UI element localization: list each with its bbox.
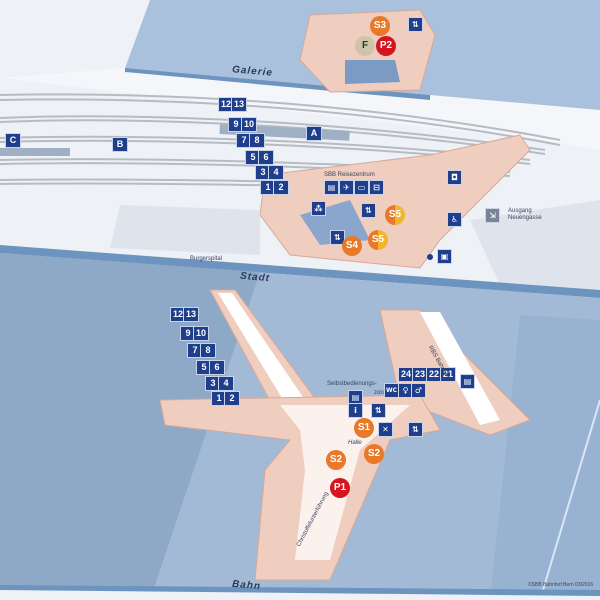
sector-tag-b: B xyxy=(112,137,128,152)
platform-tag: 2 xyxy=(224,391,240,406)
sector-tag-c: C xyxy=(5,133,21,148)
lifebuoy-icon[interactable]: ✕ xyxy=(378,422,393,437)
shop-icon[interactable]: ◘ xyxy=(447,170,462,185)
platform-tag: 7 xyxy=(236,133,252,148)
luggage-icon[interactable]: ▭ xyxy=(354,180,369,195)
sector-tag-a: A xyxy=(306,126,322,141)
marker-s3[interactable]: S3 xyxy=(370,16,390,36)
elevator-icon[interactable]: ⇅ xyxy=(408,422,423,437)
bus-stop-dot xyxy=(427,254,433,260)
elevator-icon[interactable]: ⇅ xyxy=(371,403,386,418)
platform-tag: 2 xyxy=(273,180,289,195)
marker-p1[interactable]: P1 xyxy=(330,478,350,498)
marker-f[interactable]: F xyxy=(355,36,375,56)
platform-tag: 4 xyxy=(218,376,234,391)
marker-s2[interactable]: S2 xyxy=(326,450,346,470)
label-reisezentrum: SBB Reisezentrum xyxy=(324,172,375,178)
platform-tag: 10 xyxy=(193,326,209,341)
platform-tag: 6 xyxy=(209,360,225,375)
ticket-icon[interactable]: ▤ xyxy=(460,374,475,389)
plane-icon[interactable]: ✈ xyxy=(339,180,354,195)
elevator-icon[interactable]: ⇅ xyxy=(361,203,376,218)
platform-tag: 6 xyxy=(258,150,274,165)
regional-platform-tag: 21 xyxy=(440,367,456,382)
escalator-icon[interactable]: ⁂ xyxy=(311,201,326,216)
bahn-building xyxy=(159,394,441,581)
marker-s1[interactable]: S1 xyxy=(354,418,374,438)
platform-tag: 8 xyxy=(200,343,216,358)
elevator-icon[interactable]: ⇅ xyxy=(330,230,345,245)
wc-icon[interactable]: WC xyxy=(384,383,399,398)
platform-tag: 13 xyxy=(231,97,247,112)
platform-tag: 4 xyxy=(268,165,284,180)
bus-icon[interactable]: ▣ xyxy=(437,249,452,264)
marker-s5[interactable]: S5 xyxy=(368,230,388,250)
accessible-icon[interactable]: ♿ xyxy=(447,212,462,227)
ticket-icon[interactable]: ▤ xyxy=(324,180,339,195)
marker-s4[interactable]: S4 xyxy=(342,236,362,256)
marker-p2[interactable]: P2 xyxy=(376,36,396,56)
label-halle: Halle xyxy=(348,440,362,446)
platform-tag: 7 xyxy=(187,343,203,358)
platform-tag: 10 xyxy=(241,117,257,132)
copyright: ©SBB Bahnhof Bern 03/2016 xyxy=(528,582,594,588)
label-selfservice-2: zone xyxy=(374,390,388,396)
taxi-icon[interactable]: ⊟ xyxy=(369,180,384,195)
label-burgerspital: Burgerspital xyxy=(190,256,223,262)
platform-tag: 1 xyxy=(211,391,227,406)
label-selfservice-1: Selbstbedienungs- xyxy=(327,381,377,387)
platform-tag: 8 xyxy=(249,133,265,148)
exit-icon: ⇲ xyxy=(485,208,500,223)
marker-s2[interactable]: S2 xyxy=(364,444,384,464)
ticket-icon[interactable]: ▤ xyxy=(348,390,363,405)
label-exit-2: Neuengasse xyxy=(508,215,542,221)
marker-s5[interactable]: S5 xyxy=(385,205,405,225)
label-exit-1: Ausgang xyxy=(508,208,532,214)
platform-tag: 13 xyxy=(183,307,199,322)
regional-platform-tag: 23 xyxy=(412,367,428,382)
elevator-icon[interactable]: ⇅ xyxy=(408,17,423,32)
info-icon[interactable]: i xyxy=(348,403,363,418)
wc-man-icon[interactable]: ♂ xyxy=(411,383,426,398)
